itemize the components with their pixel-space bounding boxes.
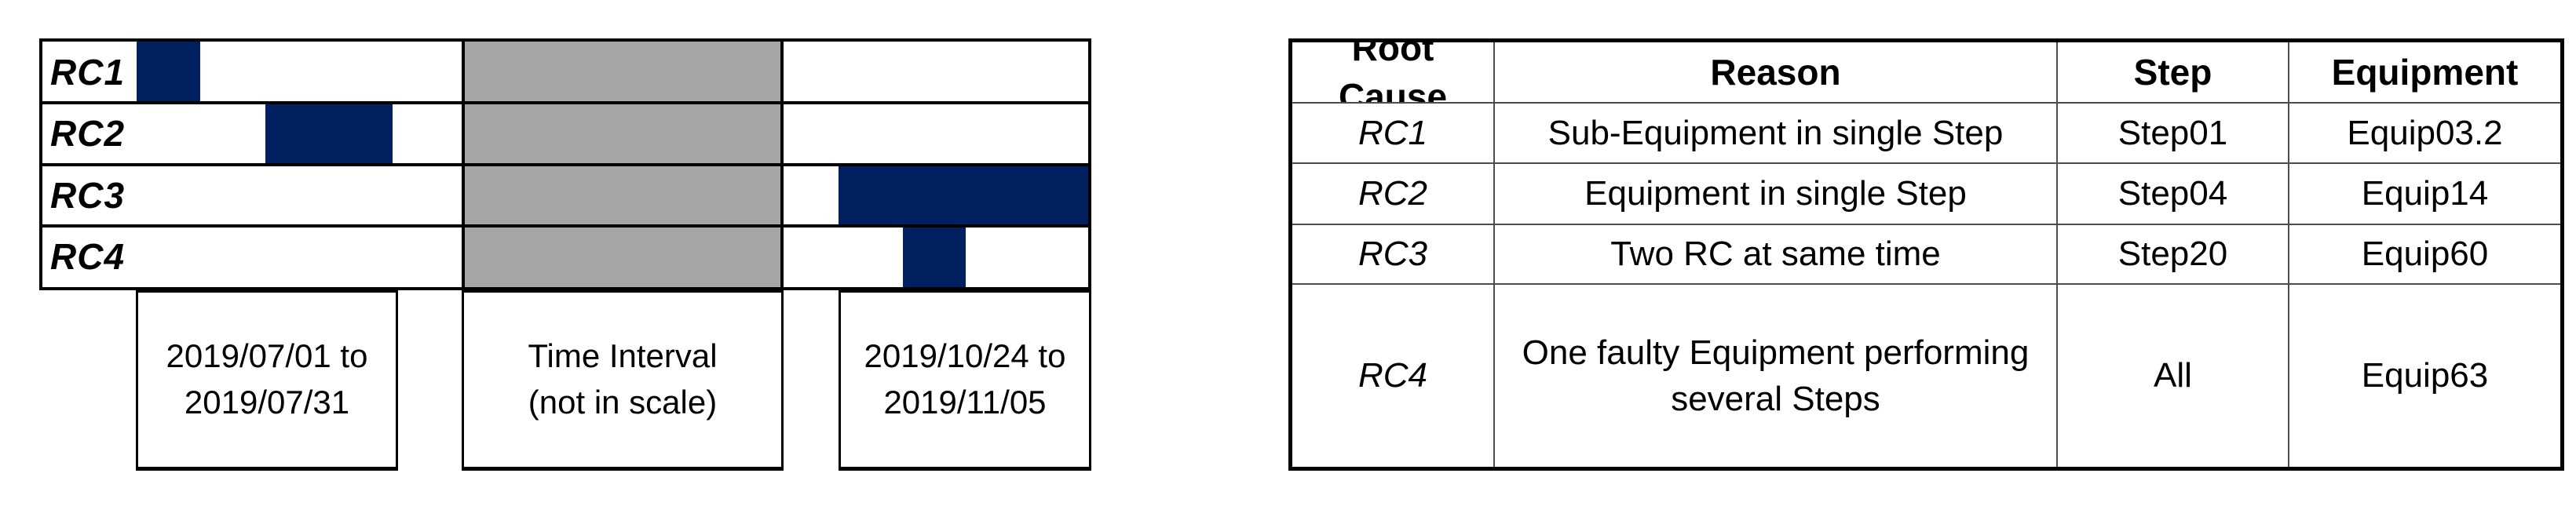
gantt-row-labels: RC1 RC2 RC3 RC4 [42,42,1088,287]
table-cell-reason: Two RC at same time [1495,225,2058,285]
axis-box-line2: (not in scale) [528,384,718,420]
table-cell-reason: Equipment in single Step [1495,164,2058,225]
table-cell-root-cause: RC2 [1292,164,1495,225]
axis-box-line1: 2019/10/24 to [864,337,1066,375]
gantt-bar-rc4 [903,225,966,287]
row-label-rc1: RC1 [50,52,126,93]
row-label-rc3: RC3 [50,174,126,216]
table-cell-equipment: Equip03.2 [2289,104,2560,164]
table-cell-step: All [2058,285,2289,467]
table-cell-root-cause: RC3 [1292,225,1495,285]
gantt-chart: RC1 RC2 RC3 RC4 [39,38,1091,290]
col-header-equipment: Equipment [2289,42,2560,104]
row-label-rc4: RC4 [50,235,126,277]
col-header-reason: Reason [1495,42,2058,104]
gantt-row-rc3: RC3 [42,165,1088,226]
row-divider-line [42,224,1088,228]
axis-box-period-2: 2019/10/24 to 2019/11/05 [839,290,1091,471]
col-header-step: Step [2058,42,2289,104]
table-cell-root-cause: RC4 [1292,285,1495,467]
table-cell-equipment: Equip60 [2289,225,2560,285]
gantt-row-rc4: RC4 [42,226,1088,287]
row-divider-line [42,101,1088,105]
axis-box-line2: 2019/07/31 [184,384,350,420]
axis-box-line2: 2019/11/05 [883,384,1047,420]
table-cell-step: Step01 [2058,104,2289,164]
gantt-bar-rc3 [838,164,1088,226]
table-cell-step: Step04 [2058,164,2289,225]
gantt-row-rc1: RC1 [42,42,1088,103]
row-label-rc2: RC2 [50,113,126,155]
table-cell-equipment: Equip63 [2361,356,2489,395]
table-cell-reason: One faulty Equipment performing several … [1495,285,2058,467]
table-cell-equipment: Equip14 [2289,164,2560,225]
row-divider-line [42,162,1088,166]
axis-box-line1: 2019/07/01 to [166,337,368,375]
gantt-bar-rc2 [265,103,393,165]
axis-box-line1: Time Interval [528,337,718,375]
col-header-root-cause: Root Cause [1292,42,1495,104]
root-cause-table: Root Cause Reason Step Equipment RC1 Sub… [1288,38,2564,471]
gantt-bar-rc1 [136,42,201,104]
table-cell-step: Step20 [2058,225,2289,285]
table-cell-root-cause: RC1 [1292,104,1495,164]
axis-box-time-interval: Time Interval (not in scale) [462,290,784,471]
table-cell-reason: Sub-Equipment in single Step [1495,104,2058,164]
gantt-row-rc2: RC2 [42,103,1088,164]
axis-box-period-1: 2019/07/01 to 2019/07/31 [136,290,398,471]
